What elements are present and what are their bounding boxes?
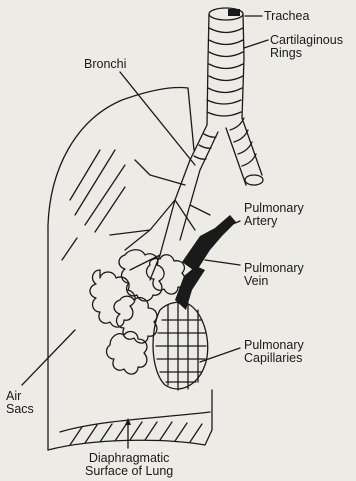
label-trachea: Trachea xyxy=(264,10,309,23)
label-air-sacs: Air Sacs xyxy=(6,390,34,416)
label-bronchi: Bronchi xyxy=(84,58,126,71)
label-cartilaginous-rings: Cartilaginous Rings xyxy=(270,34,343,60)
label-pulmonary-capillaries: Pulmonary Capillaries xyxy=(244,339,304,365)
pulmonary-capillaries xyxy=(153,302,208,390)
leader-lines xyxy=(22,16,268,448)
label-pulmonary-artery: Pulmonary Artery xyxy=(244,202,304,228)
air-sacs xyxy=(90,250,185,374)
cartilaginous-rings xyxy=(190,28,263,185)
lung-outline xyxy=(48,88,212,451)
label-pulmonary-vein: Pulmonary Vein xyxy=(244,262,304,288)
trachea xyxy=(208,8,244,60)
label-diaphragmatic-surface: Diaphragmatic Surface of Lung xyxy=(85,452,173,478)
